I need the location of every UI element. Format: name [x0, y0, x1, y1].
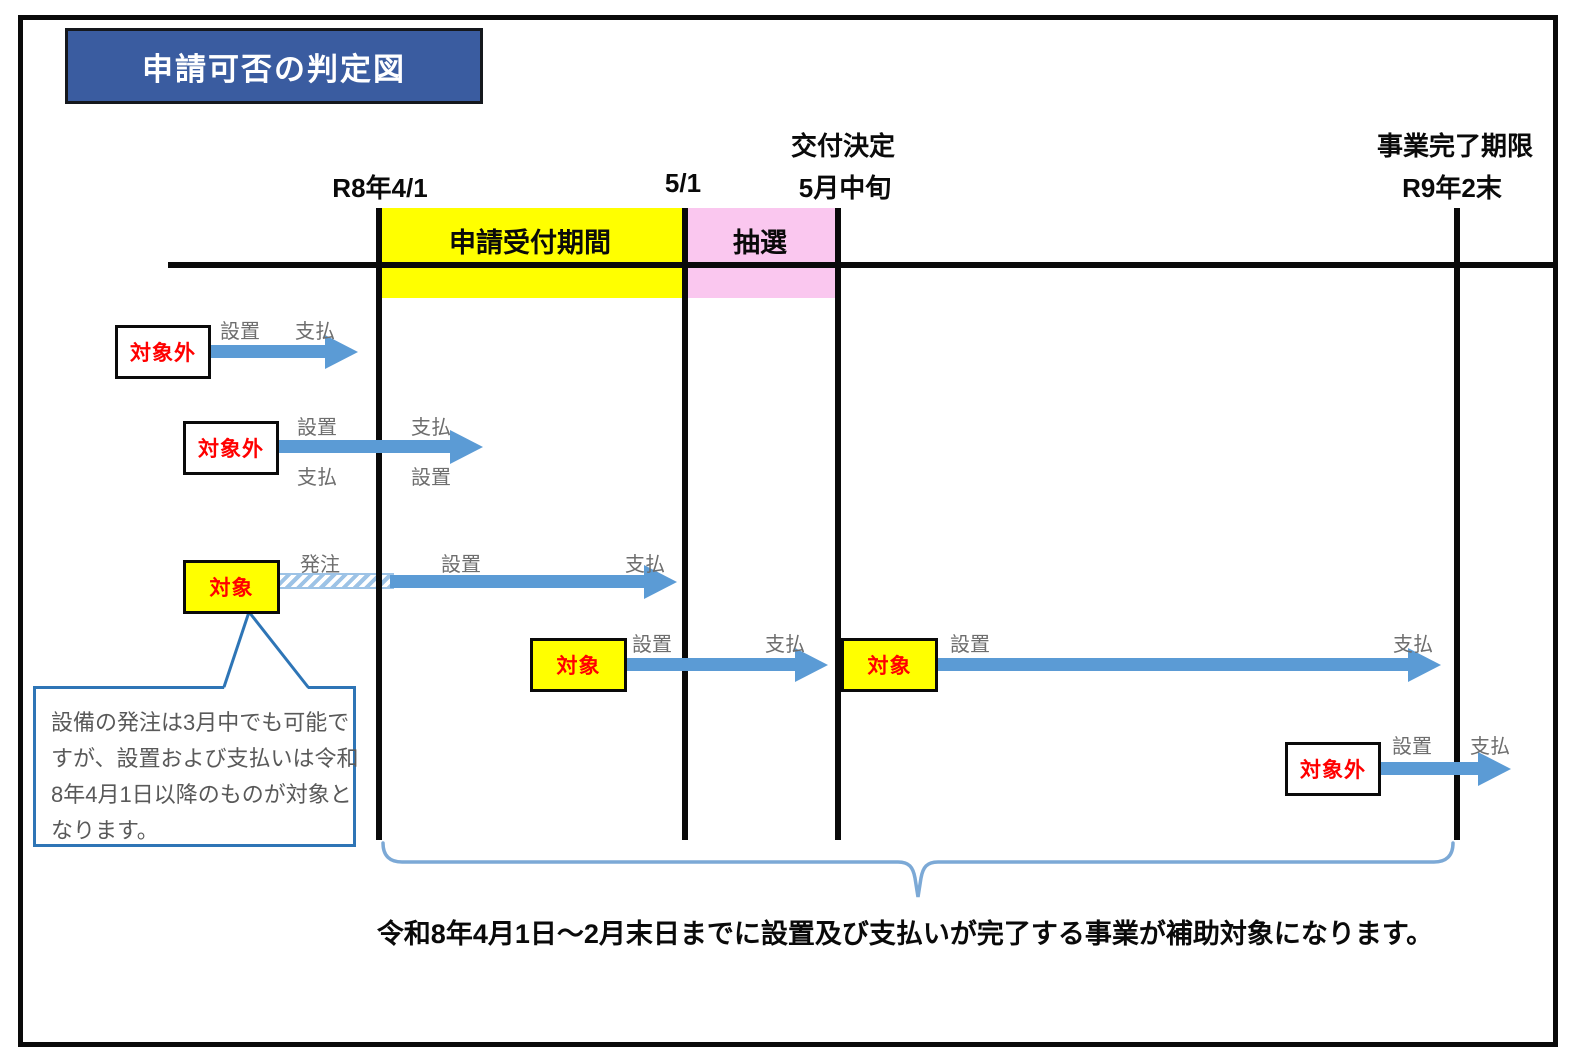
status-badge-row3: 対象	[183, 560, 280, 614]
arrow-row4	[624, 658, 795, 671]
callout-note: 設備の発注は3月中でも可能で すが、設置および支払いは令和 8年4月1日以降のも…	[33, 686, 359, 847]
phase-label: 発注	[300, 554, 340, 576]
arrowhead-row5	[1408, 648, 1441, 682]
arrow-row6	[1378, 762, 1478, 775]
status-badge-row5: 対象	[841, 638, 938, 692]
arrow-row3	[390, 575, 644, 588]
status-badge-row2: 対象外	[183, 421, 279, 475]
arrowhead-row4	[795, 648, 828, 682]
lottery-label: 抽選	[733, 228, 787, 258]
phase-label: 設置	[297, 417, 337, 439]
lottery-band	[688, 208, 835, 298]
milestone-r8-apr1: R8年4/1	[332, 173, 428, 203]
phase-label: 支払	[1393, 634, 1433, 656]
phase-label: 設置	[220, 321, 260, 343]
phase-label: 設置	[950, 634, 990, 656]
milestone-grant-decision: 交付決定	[790, 131, 896, 161]
phase-label: 支払	[625, 554, 665, 576]
application-period-label: 申請受付期間	[449, 228, 611, 258]
application-period-band	[379, 208, 682, 298]
vline-completion-deadline	[1454, 208, 1460, 840]
arrow-row1	[208, 345, 325, 358]
status-badge-row6: 対象外	[1285, 742, 1381, 796]
phase-label: 支払	[297, 467, 337, 489]
vline-r8-apr1	[376, 208, 382, 840]
arrowhead-row6	[1478, 752, 1511, 786]
milestone-grant-decision-date: 5月中旬	[798, 173, 892, 203]
phase-label: 支払	[765, 634, 805, 656]
status-badge-row4: 対象	[530, 638, 627, 692]
milestone-completion-deadline: 事業完了期限	[1376, 131, 1534, 161]
phase-label: 支払	[1470, 736, 1510, 758]
callout-line: 設備の発注は3月中でも可能で	[51, 710, 350, 735]
callout-line: 8年4月1日以降のものが対象と	[51, 782, 352, 807]
outer-frame	[18, 15, 1558, 1047]
status-badge-row1: 対象外	[115, 325, 211, 379]
phase-label: 設置	[632, 634, 672, 656]
arrowhead-row3	[644, 565, 677, 599]
bottom-note: 令和8年4月1日～2月末日までに設置及び支払いが完了する事業が補助対象になります…	[376, 919, 1434, 949]
arrowhead-row2	[450, 430, 483, 464]
arrowhead-row1	[325, 335, 358, 369]
phase-label: 設置	[441, 554, 481, 576]
callout-line: すが、設置および支払いは令和	[51, 746, 359, 771]
vline-grant-decision	[835, 208, 841, 840]
page-title: 申請可否の判定図	[65, 28, 483, 104]
phase-label: 支払	[411, 417, 451, 439]
arrow-row2	[276, 440, 450, 453]
phase-label: 支払	[295, 321, 335, 343]
vline-may1	[682, 208, 688, 840]
phase-label: 設置	[411, 467, 451, 489]
timeline-axis	[168, 262, 1553, 268]
callout-line: なります。	[51, 818, 159, 843]
arrow-row5	[935, 658, 1408, 671]
milestone-may1: 5/1	[664, 168, 702, 198]
phase-label: 設置	[1392, 736, 1432, 758]
milestone-completion-date: R9年2末	[1402, 173, 1502, 203]
